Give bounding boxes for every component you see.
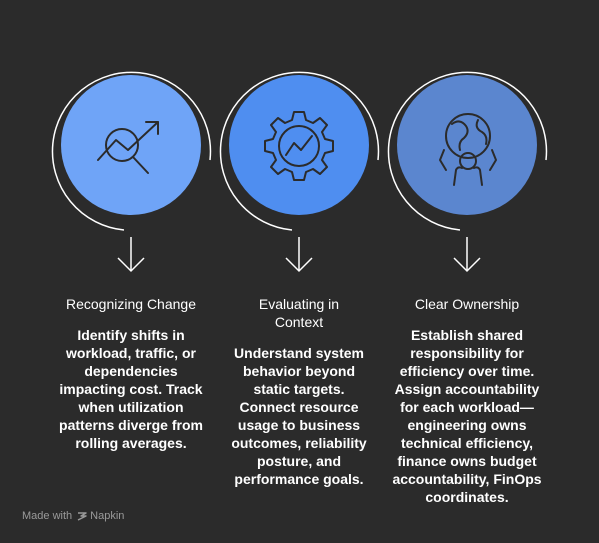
- step-2-arrow-icon: [285, 257, 313, 273]
- made-with-label: Made with: [22, 510, 73, 522]
- napkin-brand-label: Napkin: [90, 510, 125, 522]
- step-2-circle: [229, 75, 369, 215]
- step-3-title: Clear Ownership: [414, 296, 520, 312]
- napkin-brand: Napkin: [77, 510, 124, 522]
- step-2-title: Evaluating in Context: [258, 296, 340, 330]
- gear-chart-icon: [264, 111, 334, 181]
- step-3-arrow-icon: [453, 257, 481, 273]
- process-diagram: [51, 71, 548, 273]
- step-1-circle: [61, 75, 201, 215]
- globe-person-icon: [439, 113, 497, 186]
- step-2-text: Evaluating in Context Understand system …: [224, 295, 374, 488]
- step-1-node: [51, 71, 212, 273]
- step-1-arrow-icon: [117, 257, 145, 273]
- step-2-arc: [219, 71, 380, 231]
- step-3-arc: [387, 71, 548, 231]
- napkin-logo-icon: [77, 512, 87, 521]
- step-3-description: Establish shared responsibility for effi…: [392, 327, 542, 505]
- step-2-node: [219, 71, 380, 273]
- step-3-text: Clear Ownership Establish shared respons…: [392, 295, 542, 506]
- trend-magnifier-icon: [97, 121, 159, 174]
- step-1-arc: [51, 71, 212, 231]
- step-3-circle: [397, 75, 537, 215]
- step-2-description: Understand system behavior beyond static…: [231, 345, 367, 487]
- step-1-description: Identify shifts in workload, traffic, or…: [59, 327, 203, 451]
- footer-watermark: Made with Napkin: [22, 510, 124, 522]
- step-3-node: [387, 71, 548, 273]
- step-1-title: Recognizing Change: [66, 296, 196, 312]
- step-1-text: Recognizing Change Identify shifts in wo…: [56, 295, 206, 452]
